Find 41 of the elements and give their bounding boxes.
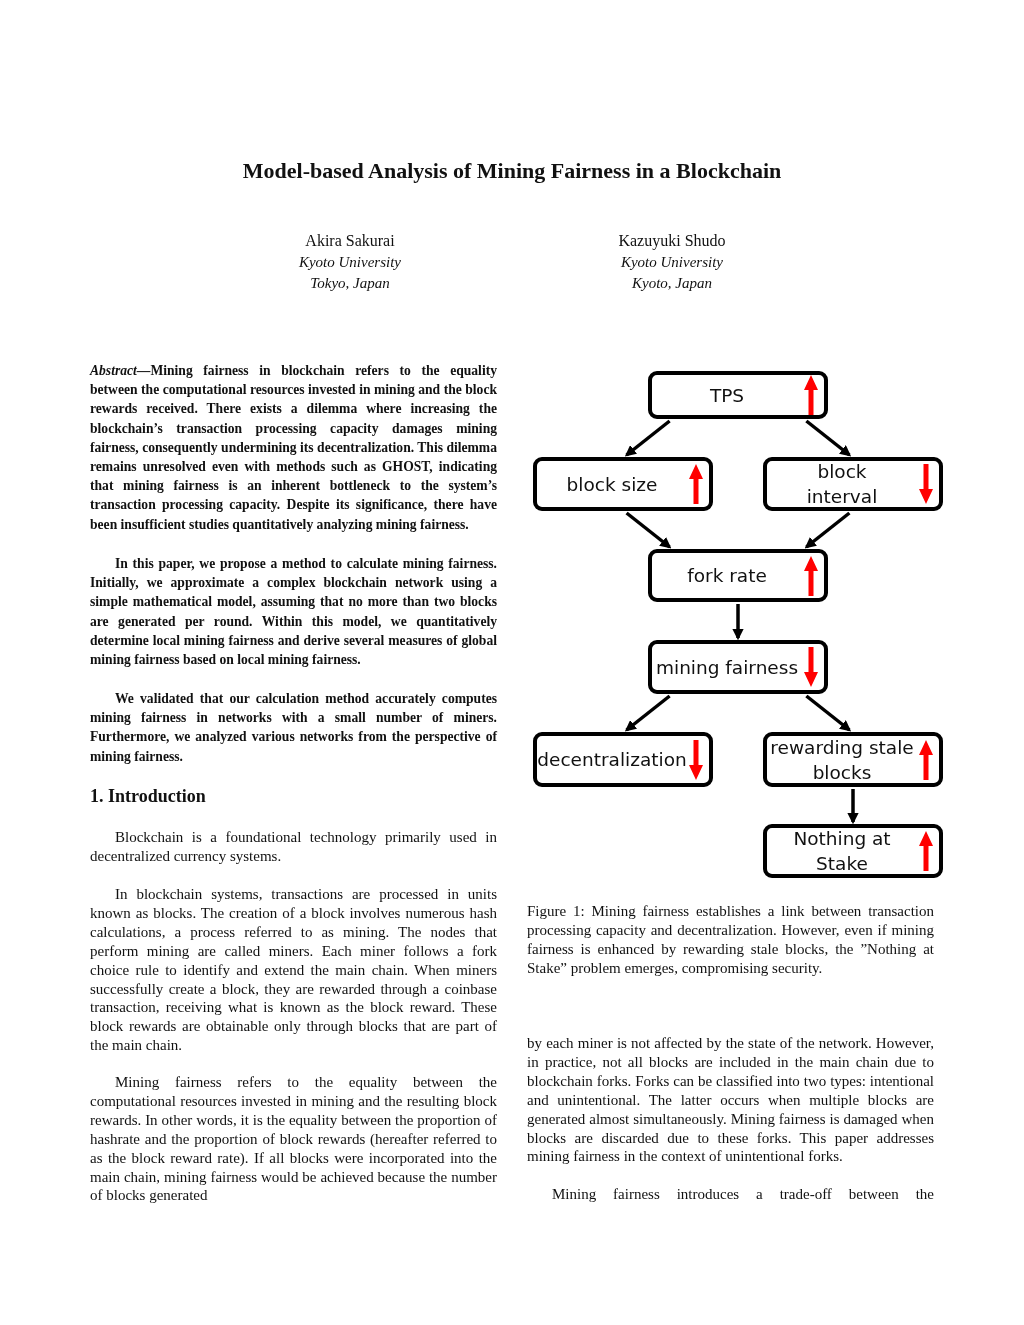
process-box — [763, 824, 943, 878]
body-paragraph: In blockchain systems, transactions are processed in units known as blocks. The creation of a block involves numerous hash calculations, a process referred to as mining. The nodes that perform mining are called miners. Each miner follows a fork choice rule to identify and extend the main chain. When miners successfully create a block, they are rewarded through a coinbase transaction, receiving what is known as the block reward. These block rewards are obtainable only through blocks that are part of the main chain. — [90, 885, 497, 1056]
node-label: decentralization — [537, 748, 687, 772]
process-box — [533, 457, 713, 511]
arrow — [625, 511, 672, 549]
body-paragraph: Mining fairness refers to the equality between the computational resources invested in mining and the resulting block rewards. In other words, it is the equality between the proportion of hashrate and the proportion of block rewards (hereafter referred to as the block reward rate). If all blocks were incorporated into the main chain, mining fairness would be achieved because the number of blocks generated — [90, 1073, 497, 1206]
arrow — [624, 419, 671, 457]
author-location: Tokyo, Japan — [309, 275, 391, 292]
author-location: Kyoto, Japan — [631, 275, 713, 292]
body-paragraph: by each miner is not affected by the state of the network. However, in practice, not all blocks are included in the main chain due to blockchain forks. Forks can be classified into two types: intentional and unintentional. The latter occurs when multiple blocks are generated almost simultaneously. Mining fairness is damaged when blocks are discarded due to these forks. This paper addresses mining fairness in the context of unintentional forks. — [527, 1034, 934, 1167]
abstract-paragraph: Abstract—Mining fairness in blockchain refers to the equality between the computational resources invested in mining and the block rewards received. There exists a dilemma where increasing the blockchain’s transaction processing capacity damages mining fairness, consequently undermining its decentralization. This dilemma remains unresolved even with methods such as GHOST, indicating that mining fairness is an inherent bottleneck to the system’s transaction processing capacity. Despite its significance, there have been insufficient studies quantitatively analyzing mining fairness. — [90, 362, 497, 534]
arrow — [805, 694, 852, 732]
node-label: Nothing at Stake — [792, 827, 892, 876]
arrow — [624, 694, 671, 732]
process-box — [533, 732, 713, 787]
process-box — [648, 371, 828, 419]
arrow — [804, 511, 851, 549]
paper-title: Model-based Analysis of Mining Fairness in a Blockchain — [241, 158, 783, 184]
abstract-paragraph: In this paper, we propose a method to calculate mining fairness. Initially, we approximate a complex blockchain network using a simple mathematical model, assuming that no more than two blocks are generated per round. Within this model, we quantitatively determine local mining fairness and derive several measures of global mining fairness based on local mining fairness. — [90, 555, 497, 669]
node-label: block size — [566, 472, 658, 497]
node-label: mining fairness — [656, 655, 798, 680]
process-box — [648, 549, 828, 602]
node-label: rewarding stale blocks — [769, 735, 915, 785]
author-affiliation: Kyoto University — [619, 254, 725, 271]
abstract-paragraph: We validated that our calculation method accurately computes mining fairness in networks with a small number of miners. Furthermore, we analyzed various networks from the perspective of mining fairness. — [90, 690, 497, 766]
author-affiliation: Kyoto University — [297, 254, 403, 271]
arrow — [847, 789, 859, 825]
process-box — [763, 732, 943, 787]
process-box — [763, 457, 943, 511]
section-heading: 1. Introduction — [90, 786, 206, 807]
author-name: Akira Sakurai — [304, 232, 396, 250]
body-paragraph: Blockchain is a foundational technology primarily used in decentralized currency systems. — [90, 828, 497, 866]
arrow — [805, 419, 852, 457]
node-label: fork rate — [687, 564, 767, 588]
node-label: TPS — [709, 383, 745, 408]
author-name: Kazuyuki Shudo — [617, 232, 727, 250]
node-label: block interval — [805, 460, 879, 509]
figure-caption: Figure 1: Mining fairness establishes a link between transaction processing capacity and decentralization. However, even if mining fairness is enhanced by rewarding stale blocks, the ”Nothing at Stake” problem emerges, compromising security. — [527, 902, 934, 978]
process-box — [648, 640, 828, 694]
body-paragraph: Mining fairness introduces a trade-off between the — [551, 1185, 934, 1204]
arrow — [732, 604, 744, 641]
